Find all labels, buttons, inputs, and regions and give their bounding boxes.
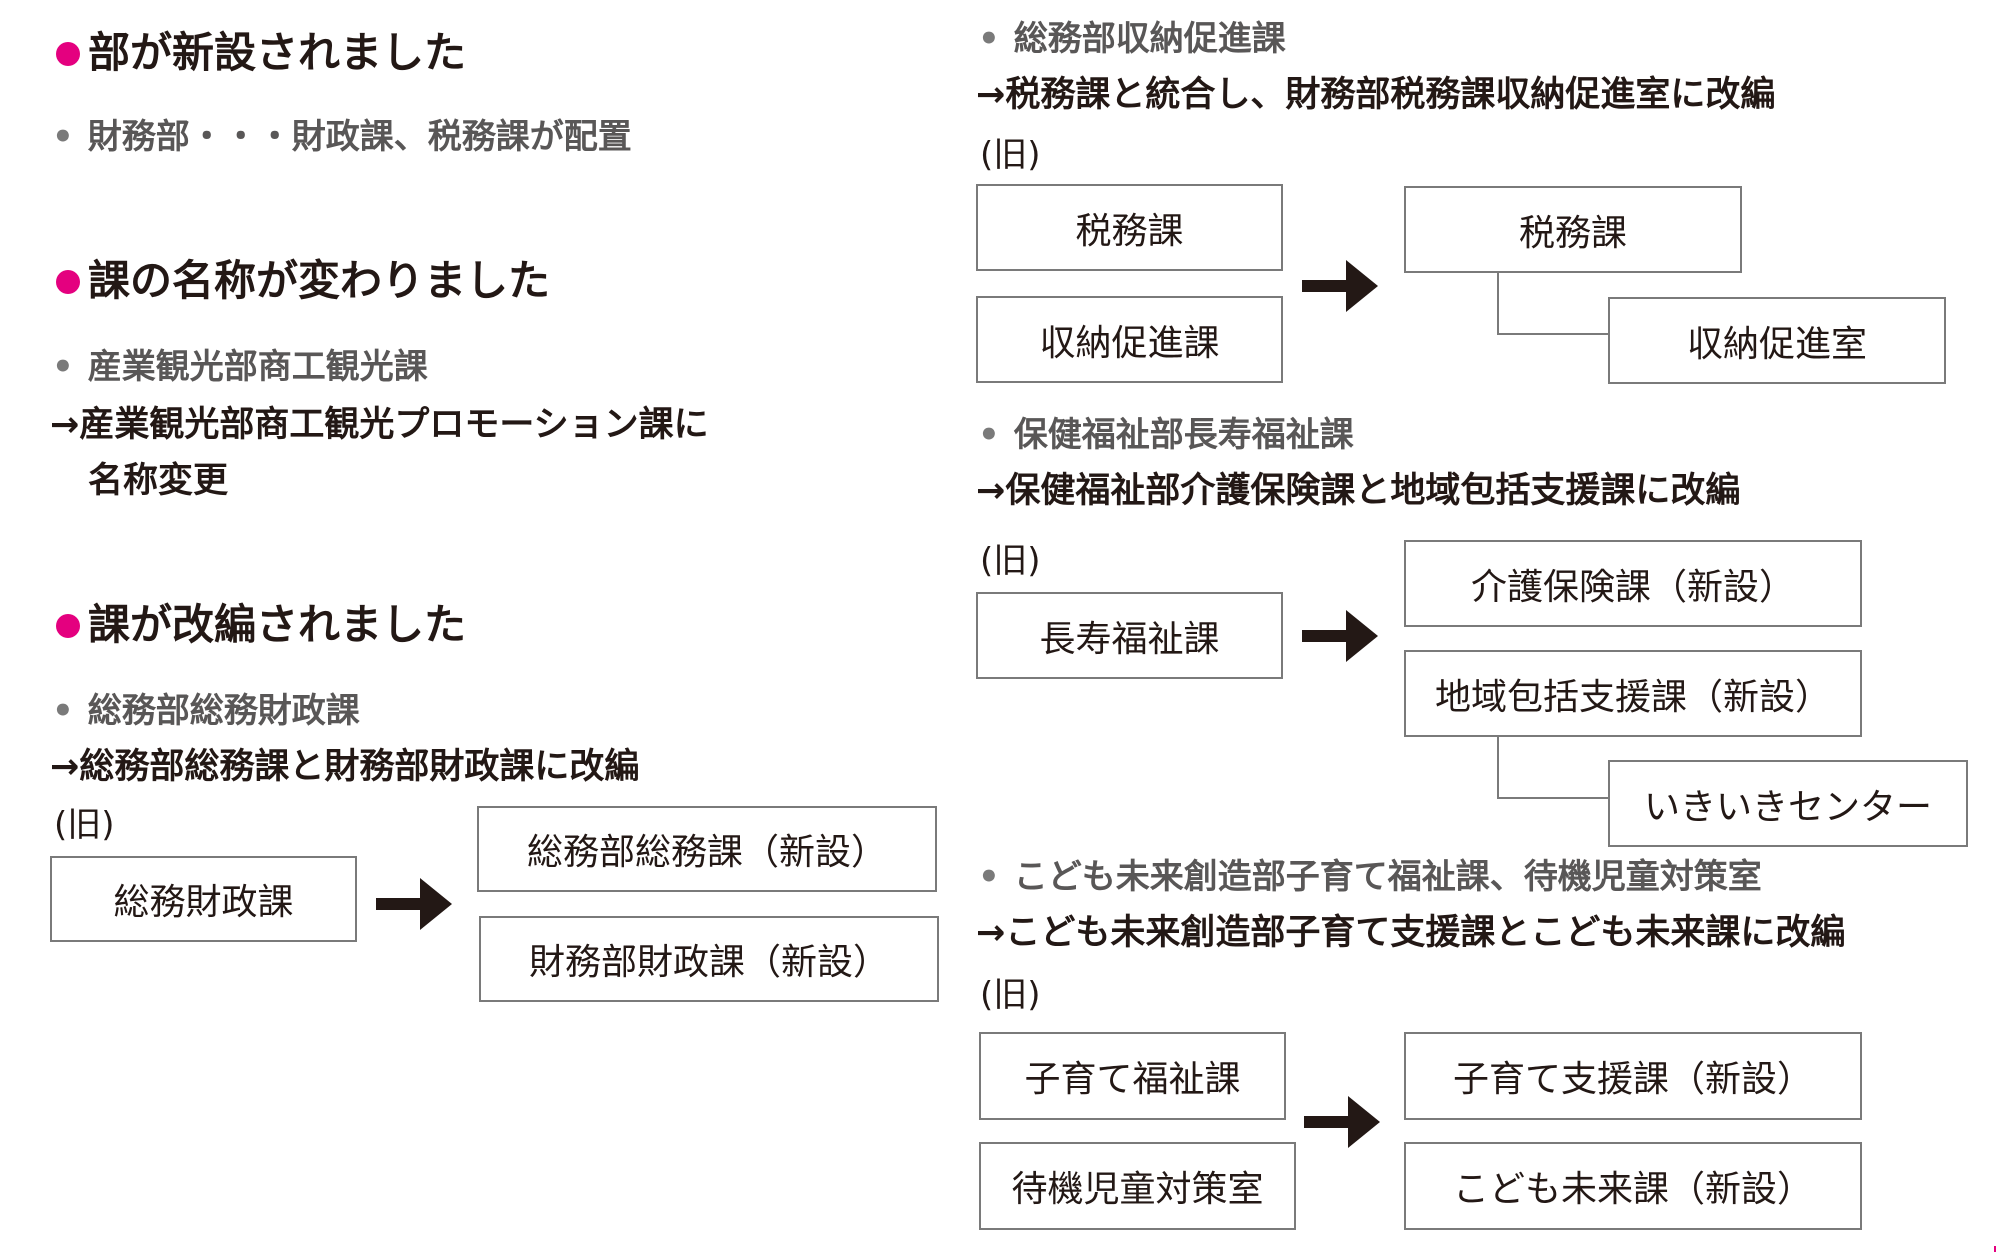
item-text: 産業観光部商工観光課 <box>87 347 428 387</box>
old-box-elderly-welfare: 長寿福祉課 <box>976 592 1283 679</box>
bullet-point: • <box>978 857 1000 897</box>
heading-name-changed: 課の名称が変わりました <box>88 256 551 305</box>
arrow-line-care: →保健福祉部介護保険課と地域包括支援課に改編 <box>976 471 1741 511</box>
item-general-finance: • 総務部総務財政課 <box>52 694 360 728</box>
bullet-point: • <box>52 691 74 731</box>
arrow-line-tax-merge: →税務課と統合し、財務部税務課収納促進室に改編 <box>976 75 1776 115</box>
bullet-point: • <box>978 19 1000 59</box>
new-box-community-support: 地域包括支援課（新設） <box>1404 650 1862 737</box>
old-label: (旧) <box>980 135 1041 175</box>
old-label: (旧) <box>54 805 115 845</box>
item-text: 総務部総務財政課 <box>87 691 360 731</box>
new-box-finance-section: 財務部財政課（新設） <box>479 916 939 1002</box>
item-text: こども未来創造部子育て福祉課、待機児童対策室 <box>1013 857 1762 897</box>
new-box-general-affairs: 総務部総務課（新設） <box>477 806 937 892</box>
arrow-line-rename: →産業観光部商工観光プロモーション課に <box>50 405 709 445</box>
new-box-care-insurance: 介護保険課（新設） <box>1404 540 1862 627</box>
arrow-line-rename-cont: 名称変更 <box>88 461 229 501</box>
arrow-line-children: →こども未来創造部子育て支援課とこども未来課に改編 <box>976 913 1846 953</box>
old-label: (旧) <box>980 975 1041 1015</box>
tree-connector <box>1497 737 1608 799</box>
section-bullet-dot <box>56 42 80 66</box>
new-box-child-support: 子育て支援課（新設） <box>1404 1032 1862 1120</box>
section-bullet-dot <box>56 614 80 638</box>
heading-new-department: 部が新設されました <box>88 28 467 77</box>
old-box-general-finance: 総務財政課 <box>50 856 357 942</box>
old-box-tax: 税務課 <box>976 184 1283 271</box>
old-box-collection: 収納促進課 <box>976 296 1283 383</box>
item-collection-promotion: • 総務部収納促進課 <box>978 22 1286 56</box>
right-arrow-icon <box>1304 1096 1380 1148</box>
old-label: (旧) <box>980 541 1041 581</box>
item-text: 総務部収納促進課 <box>1013 19 1286 59</box>
item-elderly-welfare: • 保健福祉部長寿福祉課 <box>978 418 1354 452</box>
old-box-waiting-children: 待機児童対策室 <box>979 1142 1296 1230</box>
new-box-tax: 税務課 <box>1404 186 1742 273</box>
new-box-ikiiki-center: いきいきセンター <box>1608 760 1968 847</box>
bullet-point: • <box>52 117 74 157</box>
right-arrow-icon <box>376 878 452 930</box>
bullet-point: • <box>978 415 1000 455</box>
right-arrow-icon <box>1302 610 1378 662</box>
tree-connector <box>1497 273 1608 335</box>
section-bullet-dot <box>56 270 80 294</box>
item-text: 財務部・・・財政課、税務課が配置 <box>87 117 632 157</box>
old-box-child-welfare: 子育て福祉課 <box>979 1032 1286 1120</box>
bullet-point: • <box>52 347 74 387</box>
right-arrow-icon <box>1302 260 1378 312</box>
new-box-collection-office: 収納促進室 <box>1608 297 1946 384</box>
arrow-line-reorg: →総務部総務課と財務部財政課に改編 <box>50 747 640 787</box>
item-child-welfare: • こども未来創造部子育て福祉課、待機児童対策室 <box>978 860 1762 894</box>
item-finance-department: • 財務部・・・財政課、税務課が配置 <box>52 120 632 154</box>
corner-mark <box>1994 1246 1996 1252</box>
item-commerce-tourism: • 産業観光部商工観光課 <box>52 350 428 384</box>
new-box-children-future: こども未来課（新設） <box>1404 1142 1862 1230</box>
item-text: 保健福祉部長寿福祉課 <box>1013 415 1354 455</box>
heading-reorganized: 課が改編されました <box>88 600 467 649</box>
